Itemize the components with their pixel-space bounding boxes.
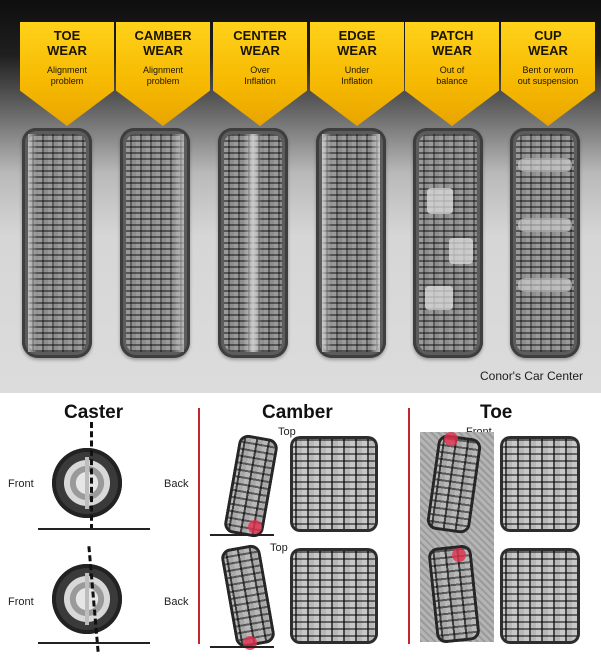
banner-cause: Alignment problem bbox=[142, 65, 184, 86]
toe-tread-image bbox=[500, 436, 580, 532]
banner-title: EDGE WEAR bbox=[337, 28, 377, 58]
camber-tire-image bbox=[219, 543, 277, 649]
section-divider bbox=[198, 408, 200, 644]
camber-tread-image bbox=[290, 548, 378, 644]
banner-title: CUP WEAR bbox=[528, 28, 568, 58]
ground-line bbox=[210, 534, 274, 536]
camber-top-label: Top bbox=[278, 426, 296, 438]
toe-wear-tire-image bbox=[22, 128, 92, 358]
cup-wear-tire-image bbox=[510, 128, 580, 358]
caster-front-label: Front bbox=[8, 596, 34, 608]
camber-title: Camber bbox=[262, 402, 333, 423]
patch-wear-tire-image bbox=[413, 128, 483, 358]
credit-label: Conor's Car Center bbox=[480, 369, 583, 383]
ground-line bbox=[38, 528, 150, 530]
wheel-side-view-image bbox=[52, 448, 122, 518]
alignment-panel: Caster Front Back Front Back Camber Top … bbox=[0, 396, 601, 658]
section-divider bbox=[408, 408, 410, 644]
cup-wear-banner: CUP WEAR Bent or worn out suspension bbox=[501, 22, 595, 126]
banner-title: CAMBER WEAR bbox=[134, 28, 192, 58]
edge-wear-banner: EDGE WEAR Under Inflation bbox=[310, 22, 404, 126]
toe-wear-banner: TOE WEAR Alignment problem bbox=[20, 22, 114, 126]
ground-line bbox=[210, 646, 274, 648]
banner-cause: Out of balance bbox=[436, 65, 468, 86]
contact-point-marker bbox=[444, 432, 458, 446]
patch-wear-banner: PATCH WEAR Out of balance bbox=[405, 22, 499, 126]
contact-point-marker bbox=[248, 520, 262, 534]
caster-front-label: Front bbox=[8, 478, 34, 490]
caster-axis-line bbox=[90, 422, 93, 530]
banner-title: TOE WEAR bbox=[47, 28, 87, 58]
camber-tread-image bbox=[290, 436, 378, 532]
camber-top-label: Top bbox=[270, 542, 288, 554]
banner-cause: Under Inflation bbox=[341, 65, 373, 86]
camber-wear-tire-image bbox=[120, 128, 190, 358]
ground-line bbox=[38, 642, 150, 644]
contact-point-marker bbox=[452, 548, 466, 562]
caster-back-label: Back bbox=[164, 478, 189, 490]
banner-cause: Alignment problem bbox=[46, 65, 88, 86]
caster-title: Caster bbox=[64, 402, 124, 423]
banner-title: PATCH WEAR bbox=[430, 28, 474, 58]
edge-wear-tire-image bbox=[316, 128, 386, 358]
center-wear-banner: CENTER WEAR Over Inflation bbox=[213, 22, 307, 126]
tire-wear-panel: TOE WEAR Alignment problem CAMBER WEAR A… bbox=[0, 0, 601, 393]
toe-tread-image bbox=[500, 548, 580, 644]
caster-back-label: Back bbox=[164, 596, 189, 608]
banner-title: CENTER WEAR bbox=[233, 28, 287, 58]
wheel-side-view-image bbox=[52, 564, 122, 634]
banner-cause: Over Inflation bbox=[244, 65, 276, 86]
camber-wear-banner: CAMBER WEAR Alignment problem bbox=[116, 22, 210, 126]
banner-cause: Bent or worn out suspension bbox=[517, 65, 579, 86]
toe-title: Toe bbox=[480, 402, 513, 423]
center-wear-tire-image bbox=[218, 128, 288, 358]
